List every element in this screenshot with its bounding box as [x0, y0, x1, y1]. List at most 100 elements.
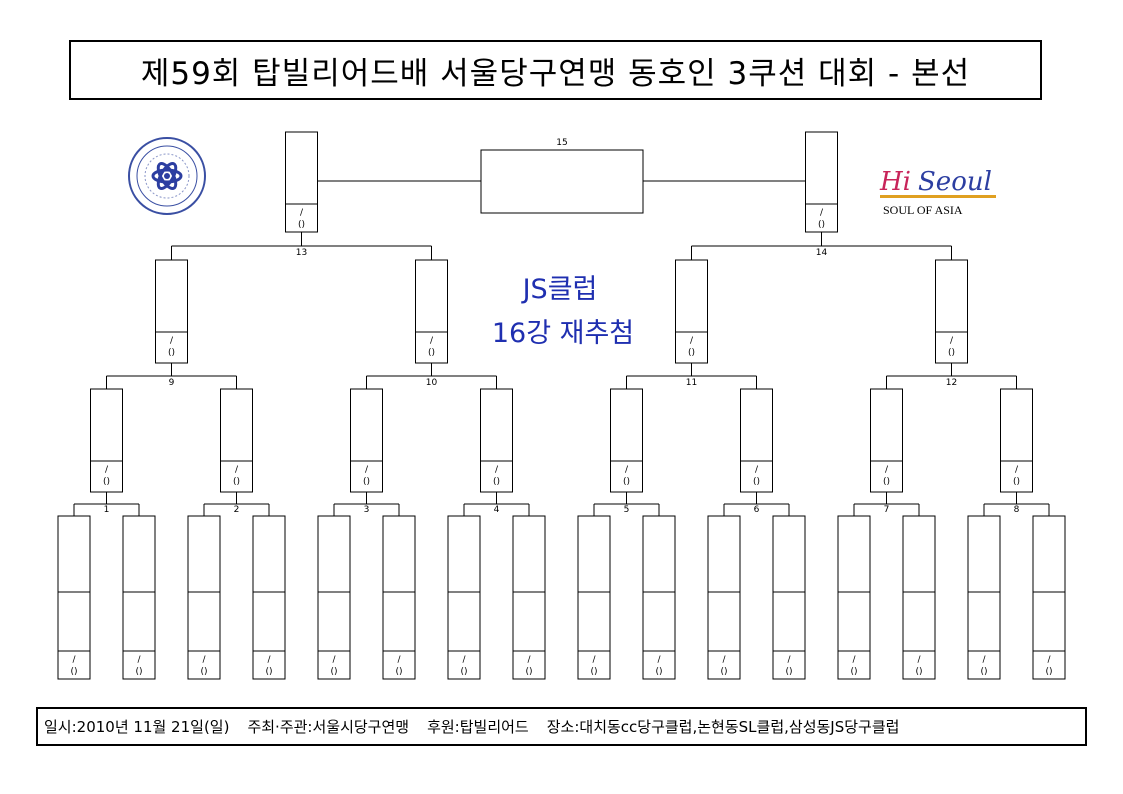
- match-number-13: 13: [296, 248, 307, 258]
- slot-score-placeholder: /: [495, 465, 499, 475]
- slot-score-placeholder: (): [233, 477, 240, 487]
- slot-score-placeholder: (): [428, 348, 435, 358]
- logo-seoul-text: Seoul: [918, 167, 992, 197]
- event-sponsor: 후원:탑빌리어드: [427, 718, 529, 736]
- player-slot: /(): [707, 515, 741, 680]
- advancing-slot: /(): [90, 388, 123, 493]
- slot-score-placeholder: (): [1013, 477, 1020, 487]
- slot-score-placeholder: (): [395, 667, 402, 677]
- slot-score-placeholder: (): [363, 477, 370, 487]
- player-slot: /(): [837, 515, 871, 680]
- slot-score-placeholder: /: [365, 465, 369, 475]
- final-box: [480, 149, 644, 214]
- slot-score-placeholder: (): [818, 220, 825, 230]
- logo-tagline: SOUL OF ASIA: [883, 203, 963, 217]
- match-number-12: 12: [946, 378, 957, 388]
- match-number-7: 7: [884, 505, 890, 515]
- slot-score-placeholder: /: [332, 655, 336, 665]
- finalist-slot: / (): [285, 131, 318, 233]
- slot-score-placeholder: /: [690, 336, 694, 346]
- logo-hi-text: Hi: [879, 167, 911, 197]
- slot-score-placeholder: (): [493, 477, 500, 487]
- slot-score-placeholder: /: [105, 465, 109, 475]
- slot-score-placeholder: /: [527, 655, 531, 665]
- slot-score-placeholder: (): [655, 667, 662, 677]
- finalist-slot: / (): [805, 131, 838, 233]
- slot-score-placeholder: /: [1015, 465, 1019, 475]
- match-number-15: 15: [556, 138, 567, 148]
- player-slot: /(): [577, 515, 611, 680]
- slot-score-placeholder: (): [883, 477, 890, 487]
- advancing-slot: / (): [350, 388, 383, 493]
- slot-score-placeholder: /: [1047, 655, 1051, 665]
- advancing-slot: / (): [220, 388, 253, 493]
- advancing-slot: / (): [870, 388, 903, 493]
- player-slot: /(): [902, 515, 936, 680]
- slot-score-placeholder: (): [70, 667, 77, 677]
- player-slot: / (): [447, 515, 481, 680]
- slot-score-placeholder: (): [948, 348, 955, 358]
- tournament-bracket: Hi Seoul SOUL OF ASIA JS클럽 16강 재추첨 15 /(…: [57, 131, 1066, 680]
- slot-score-placeholder: /: [397, 655, 401, 665]
- match-number-6: 6: [754, 505, 760, 515]
- slot-score-placeholder: /: [885, 465, 889, 475]
- advancing-slot: / (): [675, 259, 708, 364]
- slot-score-placeholder: /: [462, 655, 466, 665]
- player-slot: /(): [967, 515, 1001, 680]
- slot-score-placeholder: (): [688, 348, 695, 358]
- match-number-9: 9: [169, 378, 175, 388]
- slot-score-placeholder: (): [298, 220, 305, 230]
- slot-score-placeholder: /: [755, 465, 759, 475]
- association-emblem-icon: [128, 137, 206, 215]
- match-number-5: 5: [624, 505, 630, 515]
- slot-score-placeholder: /: [72, 655, 76, 665]
- match-number-10: 10: [426, 378, 438, 388]
- advancing-slot: / (): [610, 388, 643, 493]
- slot-score-placeholder: /: [300, 208, 304, 218]
- advancing-slot: / (): [480, 388, 513, 493]
- slot-score-placeholder: (): [168, 348, 175, 358]
- slot-score-placeholder: (): [785, 667, 792, 677]
- slot-score-placeholder: /: [202, 655, 206, 665]
- player-slot: /(): [187, 515, 221, 680]
- advancing-slot: / (): [935, 259, 968, 364]
- player-slot: / (): [642, 515, 676, 680]
- advancing-slot: / (): [1000, 388, 1033, 493]
- slot-score-placeholder: (): [623, 477, 630, 487]
- player-slot: / (): [1032, 515, 1066, 680]
- slot-score-placeholder: (): [753, 477, 760, 487]
- slot-score-placeholder: /: [625, 465, 629, 475]
- match-number-1: 1: [104, 505, 110, 515]
- player-slot: / (): [512, 515, 546, 680]
- match-number-4: 4: [494, 505, 500, 515]
- slot-score-placeholder: (): [330, 667, 337, 677]
- slot-score-placeholder: /: [950, 336, 954, 346]
- event-host: 주최·주관:서울시당구연맹: [247, 718, 410, 736]
- player-slot: / (): [382, 515, 416, 680]
- slot-score-placeholder: /: [267, 655, 271, 665]
- match-number-14: 14: [816, 248, 828, 258]
- slot-score-placeholder: (): [590, 667, 597, 677]
- match-number-2: 2: [234, 505, 240, 515]
- slot-score-placeholder: /: [657, 655, 661, 665]
- slot-score-placeholder: (): [265, 667, 272, 677]
- slot-score-placeholder: /: [820, 208, 824, 218]
- slot-score-placeholder: /: [722, 655, 726, 665]
- slot-score-placeholder: (): [525, 667, 532, 677]
- hi-seoul-logo: Hi Seoul SOUL OF ASIA: [879, 167, 996, 217]
- slot-score-placeholder: /: [170, 336, 174, 346]
- advancing-slot: / (): [740, 388, 773, 493]
- notice-club: JS클럽: [521, 274, 598, 305]
- slot-score-placeholder: /: [137, 655, 141, 665]
- slot-score-placeholder: (): [460, 667, 467, 677]
- slot-score-placeholder: /: [235, 465, 239, 475]
- player-slot: /(): [122, 515, 156, 680]
- player-slot: / (): [252, 515, 286, 680]
- slot-score-placeholder: (): [1045, 667, 1052, 677]
- slot-score-placeholder: (): [850, 667, 857, 677]
- event-info-footer: 일시:2010년 11월 21일(일) 주최·주관:서울시당구연맹 후원:탑빌리…: [36, 707, 1087, 746]
- player-slot: / (): [57, 515, 91, 680]
- match-number-8: 8: [1014, 505, 1020, 515]
- slot-score-placeholder: /: [982, 655, 986, 665]
- slot-score-placeholder: (): [915, 667, 922, 677]
